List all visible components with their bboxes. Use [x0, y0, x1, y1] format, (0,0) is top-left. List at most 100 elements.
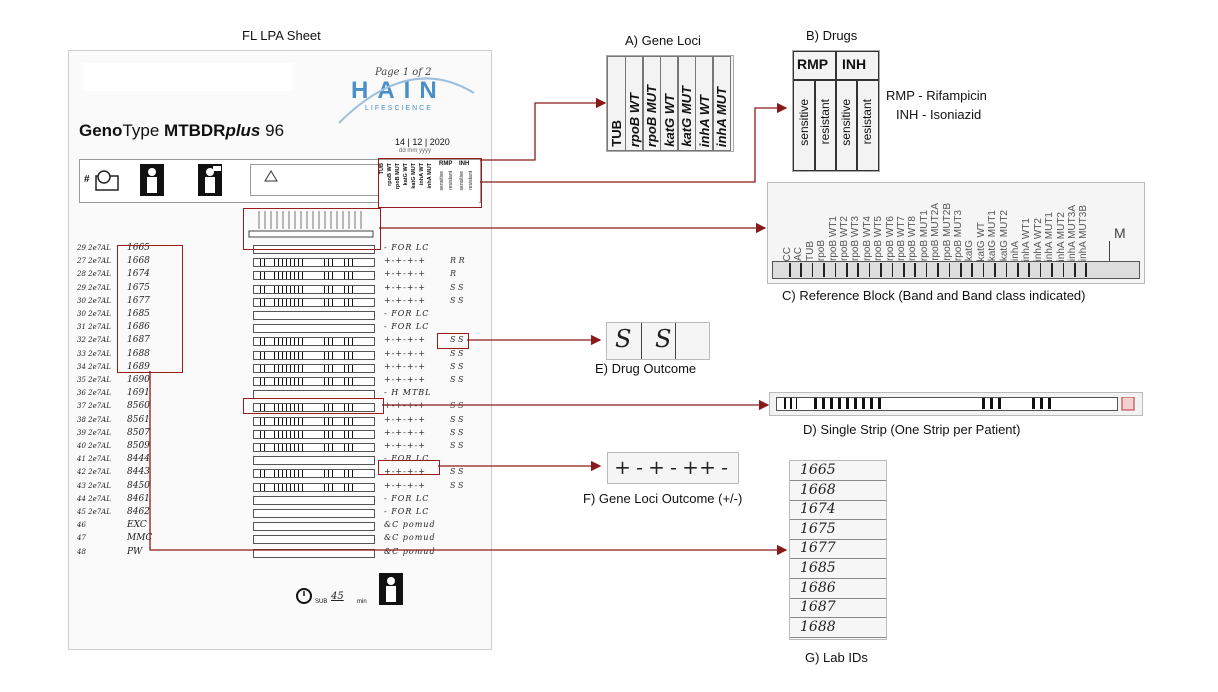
strip-band — [290, 285, 291, 293]
strip-band — [324, 417, 325, 425]
strip-band — [282, 259, 283, 267]
strip-band — [286, 417, 287, 425]
strip-band — [328, 404, 329, 412]
row-number: 35 2e7AL — [77, 376, 111, 384]
strip-band — [282, 364, 283, 372]
strip-band — [348, 430, 349, 438]
strip-band — [328, 470, 329, 478]
strip-band — [286, 259, 287, 267]
strip-band — [302, 470, 303, 478]
strip-band — [328, 338, 329, 346]
strip-band — [260, 483, 261, 491]
strip-band — [260, 470, 261, 478]
strip-band — [302, 430, 303, 438]
strip-band — [344, 351, 345, 359]
row-lab-id: 8509 — [127, 441, 150, 451]
panel-g-caption: G) Lab IDs — [805, 650, 868, 665]
strip-band — [290, 351, 291, 359]
strip-band — [260, 298, 261, 306]
strip-band — [344, 338, 345, 346]
strip-band — [260, 444, 261, 451]
lab-id: 1668 — [800, 481, 836, 498]
strip-band — [302, 298, 303, 306]
strip-band — [260, 404, 261, 412]
strip-band — [298, 285, 299, 293]
row-number: 44 2e7AL — [77, 494, 111, 503]
row-lab-id: 8507 — [127, 427, 150, 438]
strip-band — [282, 338, 283, 346]
row-strip — [253, 403, 375, 413]
row-number: 37 2e7AL — [77, 402, 111, 411]
strip-band — [274, 259, 275, 267]
strip-band — [274, 470, 275, 478]
strip-band — [298, 338, 299, 346]
strip-band — [352, 430, 353, 438]
row-strip — [253, 284, 375, 294]
row-number: 31 2e7AL — [77, 323, 111, 332]
strip-band — [328, 417, 329, 425]
row-number: 32 2e7AL — [77, 336, 111, 345]
strip-band — [278, 470, 279, 478]
strip-band — [328, 444, 329, 451]
strip-band — [352, 338, 353, 346]
panel-f-loci-outcome: +-+-++- — [607, 452, 739, 484]
strip-band — [332, 378, 333, 385]
row-drug-result: S S — [450, 282, 464, 292]
locus-outcome-mark: - — [636, 455, 643, 479]
strip-band — [278, 338, 279, 346]
row-loci-result: +-+-+-+ — [384, 480, 426, 490]
lab-id-row: 1688 — [790, 618, 886, 638]
strip-band — [302, 285, 303, 293]
reference-band-label: katG MUT1 — [987, 209, 999, 261]
strip-band — [294, 483, 295, 491]
gene-locus-label: katG MUT — [679, 86, 694, 147]
reference-band-mark — [1062, 263, 1065, 277]
reference-band-label: rpoB WT8 — [907, 215, 919, 261]
row-lab-id: 1688 — [127, 348, 150, 359]
reference-band-mark — [891, 263, 894, 277]
strip-band — [352, 364, 353, 372]
reference-band-label: rpoB — [816, 239, 828, 261]
locus-outcome-mark: + — [699, 455, 716, 479]
arrow-b — [480, 102, 788, 183]
reference-band-mark — [960, 263, 962, 277]
strip-band — [274, 444, 275, 451]
row-lab-id: PW — [127, 546, 143, 557]
strip-band — [352, 272, 353, 280]
hash-label: # — [84, 174, 90, 185]
strip-band — [286, 351, 287, 359]
reference-band-label: inhA MUT3A — [1067, 204, 1078, 261]
row-strip — [253, 337, 375, 347]
row-lab-id: 8443 — [127, 467, 150, 478]
strip-band — [352, 404, 353, 412]
strip-band — [290, 404, 291, 412]
strip-band — [282, 272, 283, 280]
reference-band-label: inhA WT2 — [1032, 217, 1044, 261]
strip-band — [264, 483, 265, 491]
row-lab-id: 8444 — [127, 454, 150, 465]
strip-band — [324, 338, 325, 346]
strip-band — [286, 430, 287, 438]
strip-band — [324, 285, 325, 293]
inh-sensitive: sensitive — [839, 99, 853, 146]
locus-outcome-mark: + — [614, 455, 631, 479]
strip-band — [324, 430, 325, 438]
reference-band-label: inhA — [1010, 240, 1021, 261]
reference-band-label: katG WT — [975, 221, 987, 261]
strip-band — [332, 417, 333, 425]
highlight-drug — [437, 333, 469, 349]
strip-band — [332, 272, 333, 280]
lab-id-row: 1665 — [790, 461, 886, 481]
lab-id-row: 1674 — [790, 500, 886, 521]
row-strip — [253, 297, 375, 307]
strip-band — [328, 298, 329, 306]
row-number: 29 2e7AL — [77, 283, 111, 292]
strip-band — [278, 444, 279, 451]
